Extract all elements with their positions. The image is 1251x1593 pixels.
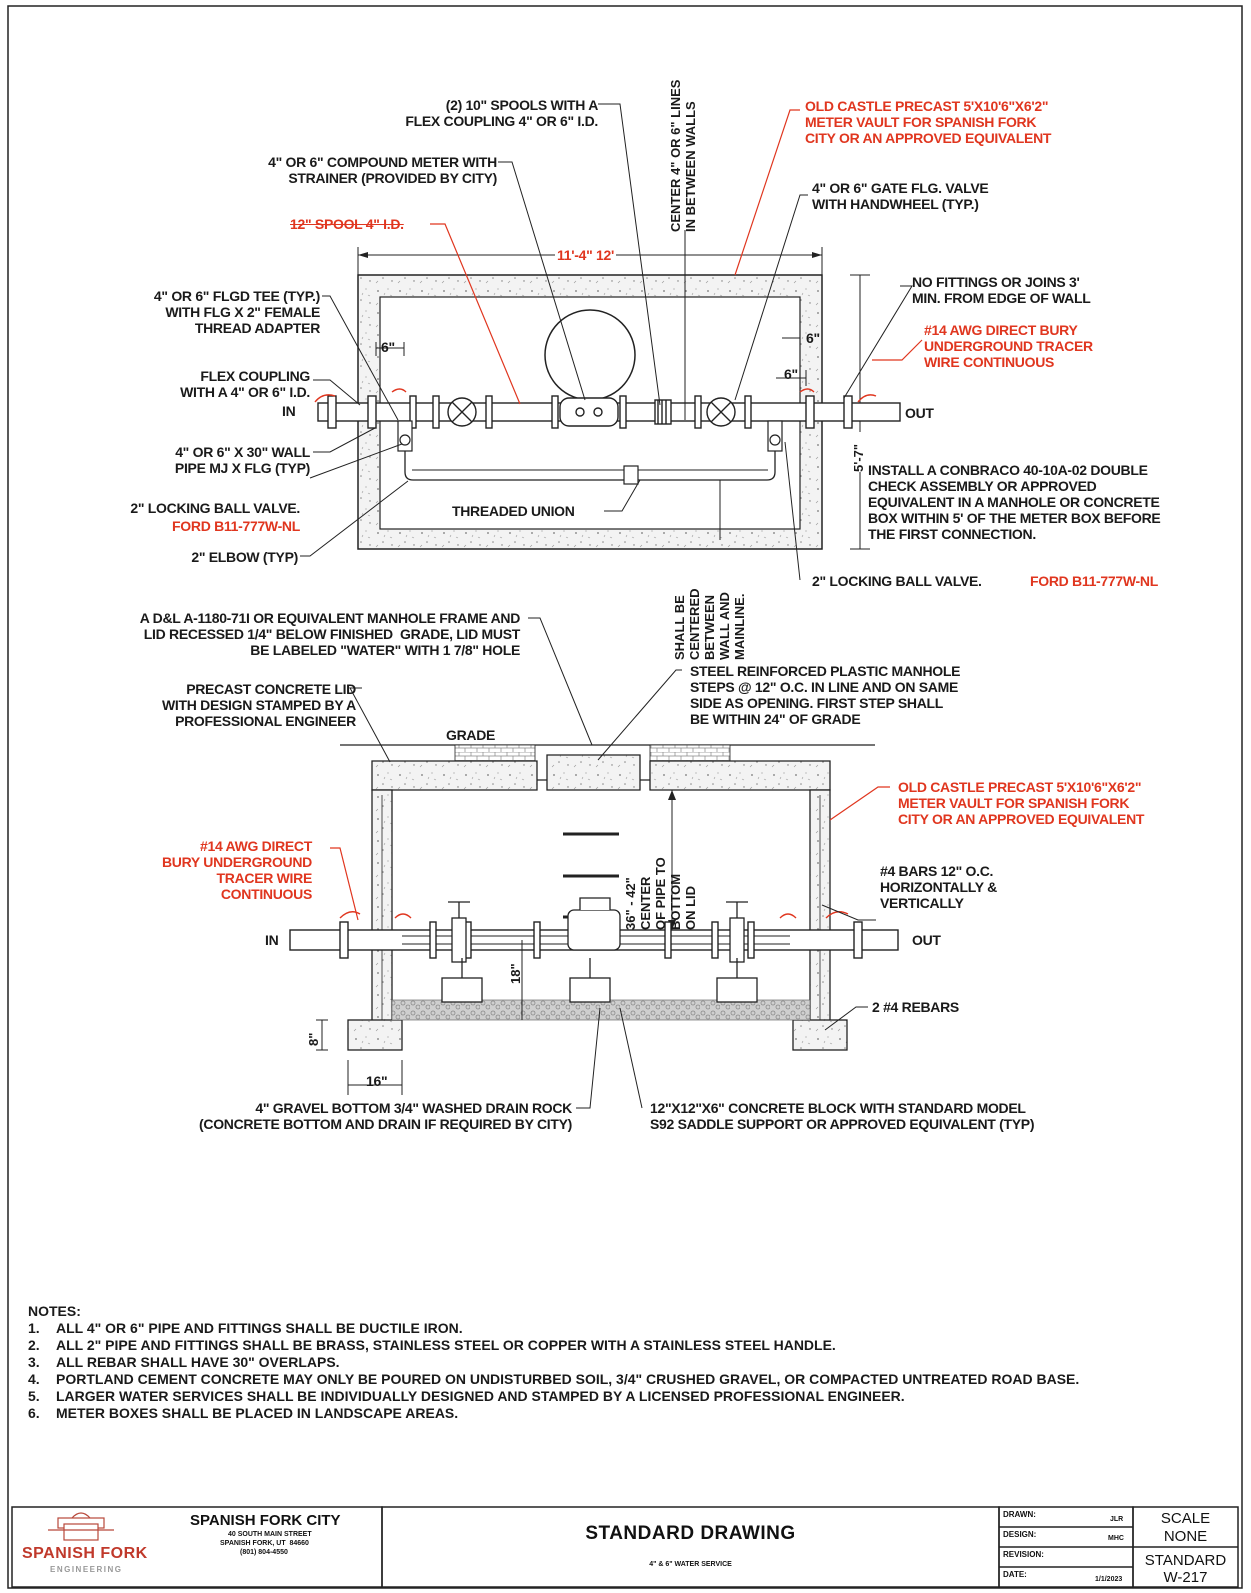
label-center-lines: CENTER 4" OR 6" LINES IN BETWEEN WALLS	[668, 79, 698, 232]
label-width-dim: 5'-7"	[851, 432, 866, 472]
label-out-section: OUT	[912, 932, 941, 948]
drawing-subtitle: 4" & 6" WATER SERVICE	[649, 1561, 732, 1568]
label-gravel: 4" GRAVEL BOTTOM 3/4" WASHED DRAIN ROCK …	[199, 1100, 572, 1132]
manhole-opening	[544, 309, 636, 401]
design-label: DESIGN:	[1003, 1530, 1037, 1539]
drawn-label: DRAWN:	[1003, 1510, 1036, 1519]
label-block: 12"X12"X6" CONCRETE BLOCK WITH STANDARD …	[650, 1100, 1035, 1132]
plan-gate-valve-right	[706, 397, 736, 427]
title-block-frame	[11, 1506, 1239, 1588]
label-in-plan: IN	[282, 403, 296, 419]
city-phone: (801) 804-4550	[240, 1549, 288, 1556]
drawn-value: JLR	[1110, 1516, 1124, 1523]
label-pipe-depth: 36" - 42" CENTER OF PIPE TO BOTTOM ON LI…	[623, 857, 698, 930]
design-value: MHC	[1108, 1535, 1124, 1542]
city-address2: SPANISH FORK, UT 84660	[220, 1540, 309, 1547]
label-length-dim: 11'-4" 12'	[555, 247, 617, 263]
note-item: 3.ALL REBAR SHALL HAVE 30" OVERLAPS.	[28, 1354, 340, 1370]
footing-left	[347, 1019, 403, 1051]
note-item: 6.METER BOXES SHALL BE PLACED IN LANDSCA…	[28, 1405, 459, 1421]
scale-label: SCALE	[1160, 1510, 1211, 1527]
label-spool-12: 12" SPOOL 4" I.D.	[290, 216, 404, 232]
revision-label: REVISION:	[1003, 1550, 1044, 1559]
date-label: DATE:	[1003, 1570, 1027, 1579]
plan-gate-valve-left	[447, 397, 477, 427]
date-value: 1/1/2023	[1095, 1576, 1123, 1583]
label-gate-valve: 4" OR 6" GATE FLG. VALVE WITH HANDWHEEL …	[812, 180, 989, 212]
label-ford-right: FORD B11-777W-NL	[1030, 573, 1158, 589]
notes-header: NOTES:	[28, 1303, 81, 1319]
label-steps: STEEL REINFORCED PLASTIC MANHOLE STEPS @…	[690, 663, 961, 727]
standard-label: STANDARD	[1144, 1552, 1227, 1569]
drawing-title: STANDARD DRAWING	[585, 1523, 796, 1544]
label-manhole-frame: A D&L A-1180-71I OR EQUIVALENT MANHOLE F…	[139, 610, 521, 658]
label-flex-coupling: FLEX COUPLING WITH A 4" OR 6" I.D.	[180, 368, 310, 400]
standard-value: W-217	[1163, 1569, 1208, 1586]
scale-value: NONE	[1163, 1528, 1208, 1545]
note-item: 2.ALL 2" PIPE AND FITTINGS SHALL BE BRAS…	[28, 1337, 836, 1353]
label-tracer-plan: #14 AWG DIRECT BURY UNDERGROUND TRACER W…	[924, 322, 1093, 370]
label-dim-18: 18"	[508, 963, 523, 984]
section-lid	[371, 754, 831, 791]
label-precast-lid: PRECAST CONCRETE LID WITH DESIGN STAMPED…	[162, 681, 356, 729]
label-dim-6-right-top: 6"	[806, 330, 820, 346]
notes-list: 1.ALL 4" OR 6" PIPE AND FITTINGS SHALL B…	[28, 1320, 1208, 1422]
label-wall-pipe: 4" OR 6" x 30" WALL PIPE MJ x FLG (TYP)	[174, 444, 310, 476]
gravel-bed	[391, 999, 811, 1021]
label-ball-valve-left: 2" LOCKING BALL VALVE.	[130, 500, 300, 516]
plan-meter	[559, 397, 619, 427]
footing-right	[792, 1019, 848, 1051]
logo-name: SPANISH FORK	[22, 1545, 148, 1562]
label-centered: SHALL BE CENTERED BETWEEN WALL AND MAINL…	[672, 588, 747, 660]
note-item: 4.PORTLAND CEMENT CONCRETE MAY ONLY BE P…	[28, 1371, 1080, 1387]
plan-bypass-line	[404, 451, 776, 481]
label-no-fittings: NO FITTINGS OR JOINS 3' MIN. FROM EDGE O…	[912, 274, 1091, 306]
label-out-plan: OUT	[905, 405, 934, 421]
label-elbow: 2" ELBOW (TYP)	[191, 549, 298, 565]
label-conbraco: INSTALL A CONBRACO 40-10A-02 DOUBLE CHEC…	[868, 462, 1161, 542]
label-rebars: 2 #4 REBARS	[872, 999, 959, 1015]
label-tracer-section: #14 AWG DIRECT BURY UNDERGROUND TRACER W…	[162, 838, 312, 902]
logo-sub: ENGINEERING	[50, 1565, 123, 1574]
label-vault-plan: OLD CASTLE PRECAST 5'x10'6"x6'2" METER V…	[805, 98, 1052, 146]
sheet-border	[7, 5, 1243, 1589]
plan-view	[300, 103, 923, 581]
label-bars: #4 BARS 12" O.C. HORIZONTALLY & VERTICAL…	[880, 863, 997, 911]
label-ball-valve-right: 2" LOCKING BALL VALVE.	[812, 573, 982, 589]
city-address1: 40 SOUTH MAIN STREET	[228, 1531, 312, 1538]
note-item: 1.ALL 4" OR 6" PIPE AND FITTINGS SHALL B…	[28, 1320, 463, 1336]
label-threaded-union: THREADED UNION	[452, 503, 575, 519]
label-ford-left: FORD B11-777W-NL	[172, 518, 300, 534]
city-name: SPANISH FORK CITY	[190, 1512, 341, 1529]
label-in-section: IN	[265, 932, 279, 948]
general-notes: NOTES: 1.ALL 4" OR 6" PIPE AND FITTINGS …	[28, 1303, 1208, 1422]
note-item: 5.LARGER WATER SERVICES SHALL BE INDIVID…	[28, 1388, 905, 1404]
label-dim-6-right: 6"	[784, 366, 798, 382]
label-compound-meter: 4" OR 6" COMPOUND METER WITH STRAINER (P…	[268, 154, 497, 186]
label-dim-8: 8"	[306, 1032, 321, 1046]
label-dim-6-left: 6"	[381, 339, 395, 355]
label-dim-16: 16"	[366, 1073, 388, 1089]
city-logo	[48, 1512, 114, 1541]
label-flgd-tee: 4" OR 6" FLGD TEE (TYP.) WITH FLG x 2" F…	[153, 288, 320, 336]
label-spools-10: (2) 10" SPOOLS WITH A FLEX COUPLING 4" O…	[405, 97, 598, 129]
label-grade: GRADE	[446, 727, 496, 743]
section-view	[289, 617, 899, 1109]
label-vault-section: OLD CASTLE PRECAST 5'x10'6"x6'2" METER V…	[898, 779, 1145, 827]
